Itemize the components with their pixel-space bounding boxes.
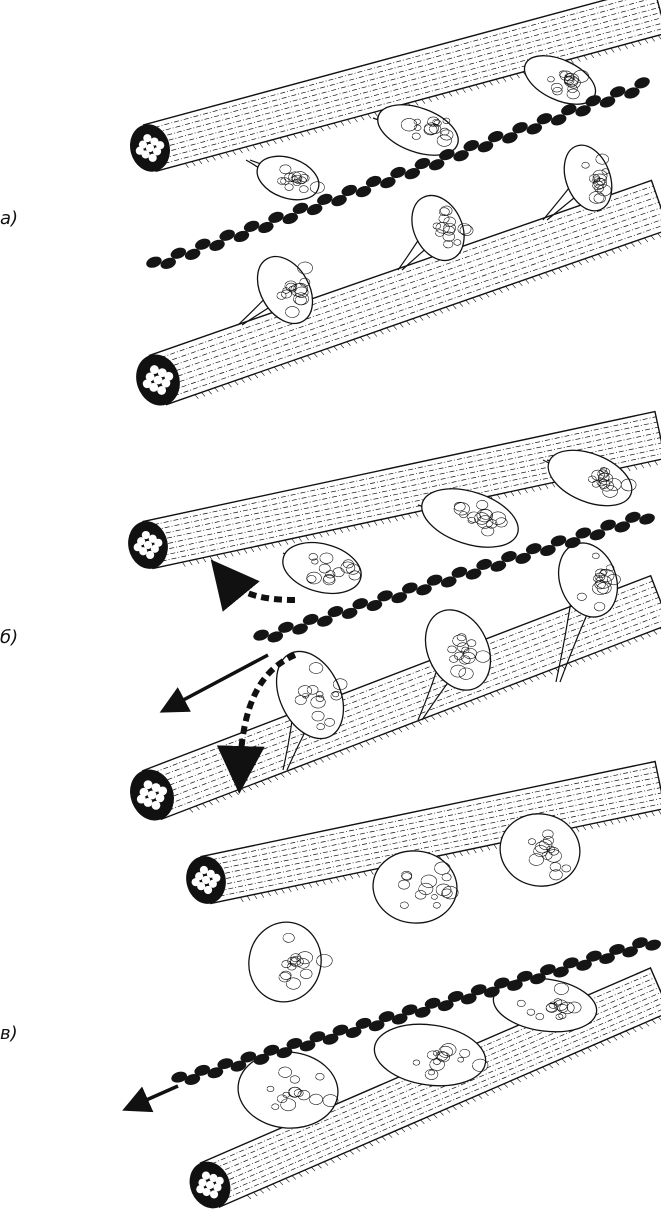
- arrow-left-v: [135, 1086, 178, 1105]
- arrow-left-b: [172, 655, 268, 706]
- myosin-head-b-1: [277, 534, 367, 601]
- myosin-head-v-1: [243, 916, 333, 1007]
- dashed-arrow-up: [226, 578, 295, 600]
- myosin-head-a-1: [246, 148, 325, 207]
- thick-filament-a-bottom: [129, 180, 661, 411]
